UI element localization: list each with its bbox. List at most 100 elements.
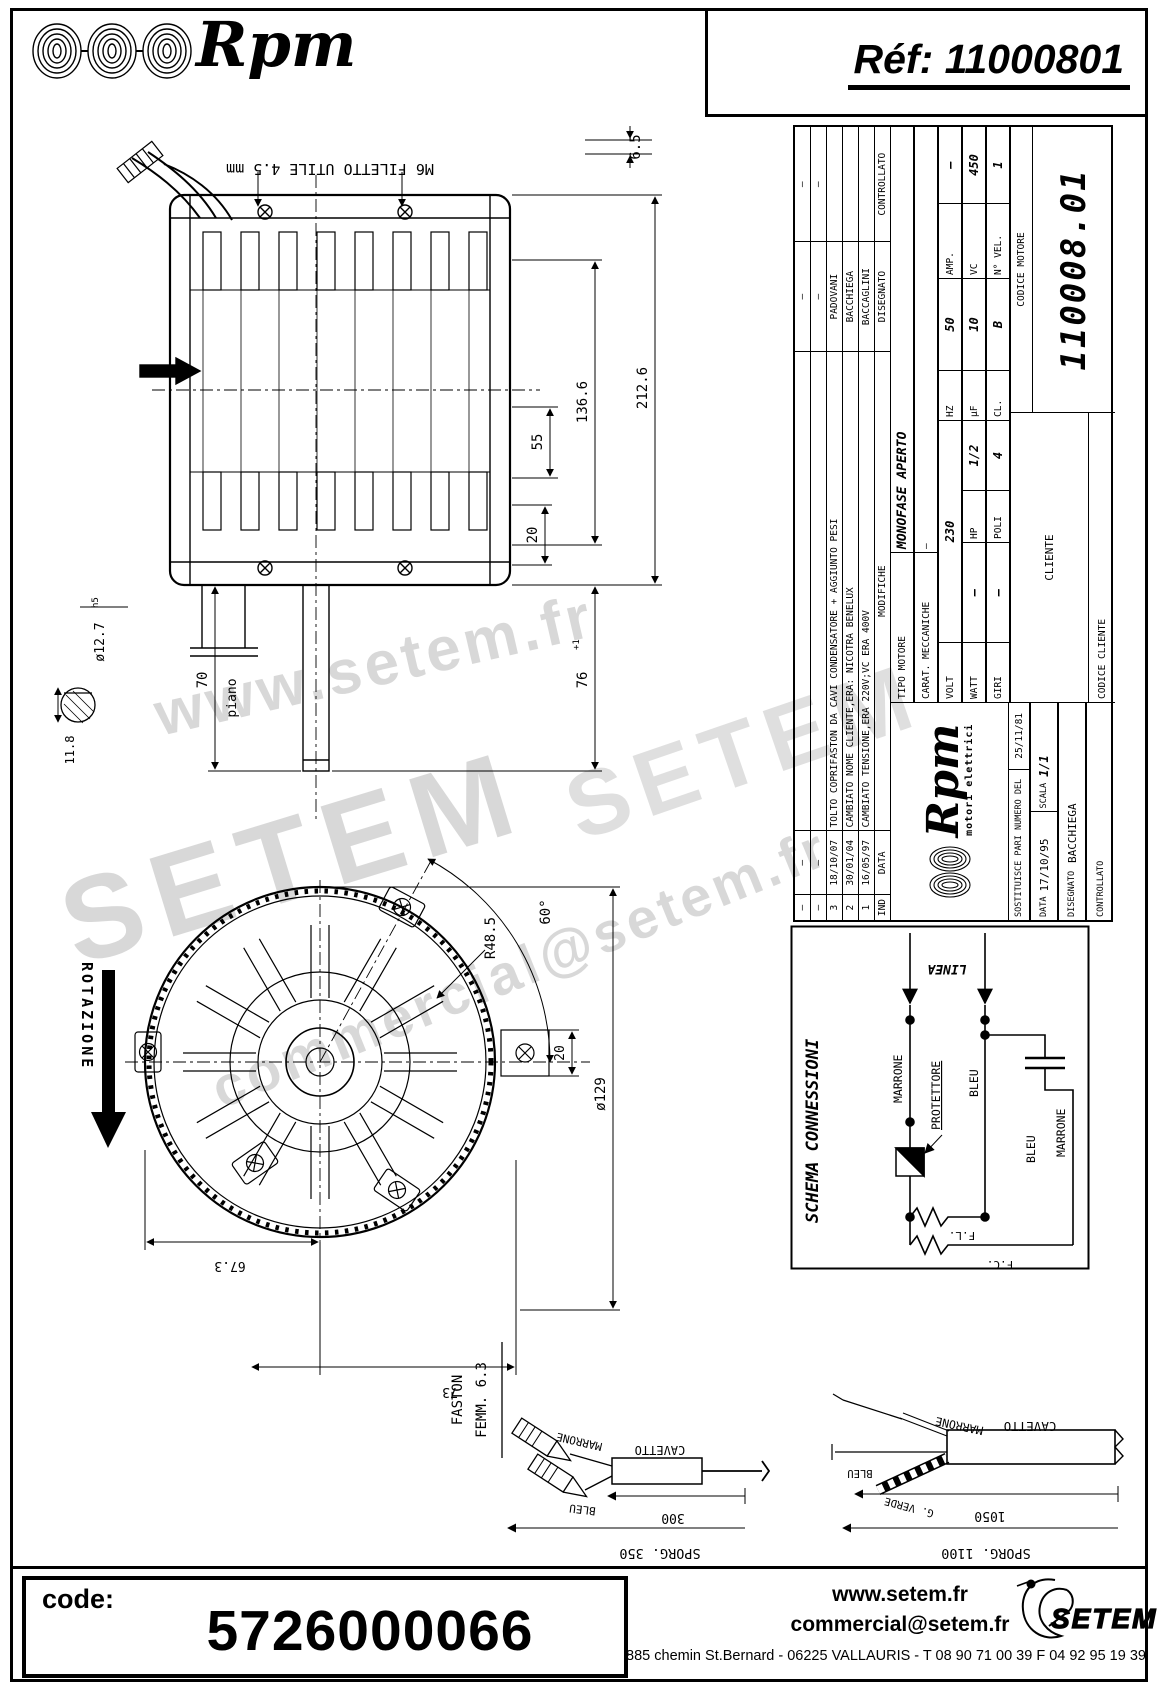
- coil-icon: [928, 846, 971, 899]
- footer-contact: www.setem.fr commercial@setem.fr: [740, 1580, 1060, 1640]
- schema-circuit: [894, 933, 1074, 1256]
- dim-67-3: 67.3: [214, 1258, 245, 1273]
- screw-tab: [378, 886, 426, 928]
- uf-value: 10: [963, 278, 986, 370]
- rev-con: [859, 126, 875, 242]
- revision-header-row: IND DATA MODIFICHE DISEGNATO CONTROLLATO: [875, 126, 891, 920]
- label-piano: piano: [225, 678, 240, 717]
- footer-code-box: code: 5726000066: [22, 1576, 628, 1678]
- nvel-value: 1: [987, 127, 1010, 203]
- rev-dis: –: [811, 241, 827, 351]
- revision-row: – – – –: [811, 126, 827, 920]
- label-cavetto-left: CAVETTO: [635, 1443, 686, 1457]
- footer-address: 885 chemin St.Bernard - 06225 VALLAURIS …: [626, 1648, 1146, 1664]
- label-bleu-2: BLEU: [1024, 1135, 1038, 1163]
- controllato-label: CONTROLLATO: [1096, 860, 1106, 917]
- dim-r48-5: R48.5: [483, 917, 499, 959]
- label-fc: F.C.: [987, 1258, 1014, 1271]
- hp-value: 1/2: [963, 420, 986, 490]
- dim-76-tolerance: +1: [572, 639, 582, 650]
- dim-diameter-129: ø129: [593, 1077, 609, 1111]
- rev-mod: [795, 350, 811, 831]
- rev-con: [843, 126, 859, 242]
- label-gverde: G. VERDE: [883, 1495, 935, 1520]
- centerlines: [125, 858, 590, 1270]
- screw-icon: [257, 204, 413, 576]
- rev-dis: BACCHIEGA: [843, 241, 859, 351]
- label-femm: FEMM. 6.3: [474, 1362, 490, 1438]
- dim-m6-filetto: M6 FILETTO UTILE 4.5 mm: [226, 160, 434, 178]
- footer-email: commercial@setem.fr: [790, 1613, 1010, 1636]
- codice-motore-value: 110008.01: [1054, 168, 1094, 371]
- setem-logo-text: SETEM: [1051, 1603, 1157, 1634]
- housing-fins: [202, 231, 488, 531]
- nvel-label: N° VEL.: [987, 203, 1010, 278]
- dim-70: 70: [195, 672, 211, 689]
- mounting-bracket: [190, 585, 258, 657]
- title-block: – – – – – – – – 3 18/10/07 TOLTO COPRIFA…: [793, 125, 1115, 922]
- revision-row: 3 18/10/07 TOLTO COPRIFASTON DA CAVI CON…: [827, 126, 843, 920]
- schema-title: SCHEMA CONNESSIONI: [803, 1038, 823, 1223]
- cable-drawing-right: [831, 1393, 1124, 1533]
- dim-60deg: 60°: [538, 899, 554, 924]
- titleblock-logo: Rpm motori elettrici: [891, 703, 1009, 920]
- dim-212-6: 212.6: [635, 367, 651, 409]
- watt-value: –: [963, 542, 986, 642]
- dim-20: 20: [525, 527, 541, 544]
- motor-side-view: M6 FILETTO UTILE 4.5 mm 6.5 136.6 55 20 …: [54, 126, 662, 820]
- poli-value: 4: [987, 420, 1010, 490]
- cliente-cell: CLIENTE: [1011, 413, 1089, 702]
- rev-date: –: [811, 830, 827, 895]
- rev-date: 18/10/07: [827, 830, 843, 895]
- rev-ind: 1: [859, 894, 875, 920]
- coil-icon: [142, 23, 192, 79]
- revision-table: – – – – – – – – 3 18/10/07 TOLTO COPRIFA…: [795, 126, 891, 920]
- resistor-fl: [909, 1206, 985, 1228]
- coil-icon: [87, 23, 137, 79]
- cl-value: B: [987, 278, 1010, 370]
- cl-label: CL.: [987, 370, 1010, 420]
- amp-value: –: [939, 127, 962, 203]
- scala-value: 1/1: [1037, 755, 1051, 777]
- right-tab: [500, 1029, 550, 1077]
- revision-row: 1 16/05/97 CAMBIATO TENSIONE,ERA 220V;VC…: [859, 126, 875, 920]
- faston-connector-icon: [511, 1417, 572, 1462]
- rev-ind: –: [811, 894, 827, 920]
- volt-value: 230: [939, 420, 962, 642]
- capacitor-symbol: [985, 1034, 1074, 1245]
- footer-website: www.setem.fr: [832, 1583, 968, 1606]
- rpm-coils-icon: [32, 23, 192, 79]
- centerlines: [152, 175, 540, 820]
- titleblock-brand: Rpm: [918, 723, 969, 838]
- rev-con: [827, 126, 843, 242]
- motor-cables: [116, 140, 233, 221]
- rotation-arrow: [91, 970, 126, 1148]
- hz-value: 50: [939, 278, 962, 370]
- label-bleu-right: BLEU: [847, 1467, 872, 1479]
- rev-ind: 2: [843, 894, 859, 920]
- rev-dis: –: [795, 241, 811, 351]
- front-dimensions: [144, 858, 620, 1375]
- volt-label: VOLT: [939, 642, 962, 702]
- cable-sleeve: [611, 1457, 703, 1485]
- label-marrone-2: MARRONE: [1054, 1108, 1068, 1157]
- dim-sporg-1100: SPORG. 1100: [941, 1545, 1030, 1561]
- code-value: 5726000066: [206, 1599, 534, 1663]
- disegnato-label: DISEGNATO: [1067, 870, 1077, 917]
- label-cavetto-right: CAVETTO: [1004, 1419, 1057, 1434]
- fan-front-view: ROTAZIONE R48.5 60° 20 ø129 67.3 73: [78, 858, 620, 1399]
- reference-box: Réf: 11000801: [705, 11, 1146, 117]
- label-linea: LINEA: [927, 961, 966, 976]
- dim-shaft-tolerance: h5: [91, 597, 101, 608]
- label-bleu-left: BLEU: [569, 1501, 597, 1517]
- poli-label: POLI: [987, 490, 1010, 542]
- codice-cliente-cell: CODICE CLIENTE: [1096, 618, 1108, 699]
- dim-tab-20: 20: [553, 1045, 568, 1061]
- codice-motore-label: CODICE MOTORE: [1011, 127, 1033, 412]
- rev-mod-header: MODIFICHE: [875, 350, 891, 831]
- rev-dis-header: DISEGNATO: [875, 241, 891, 351]
- rev-con: –: [795, 126, 811, 242]
- shaft-section-detail: [54, 687, 96, 724]
- schema-border: [790, 925, 1090, 1270]
